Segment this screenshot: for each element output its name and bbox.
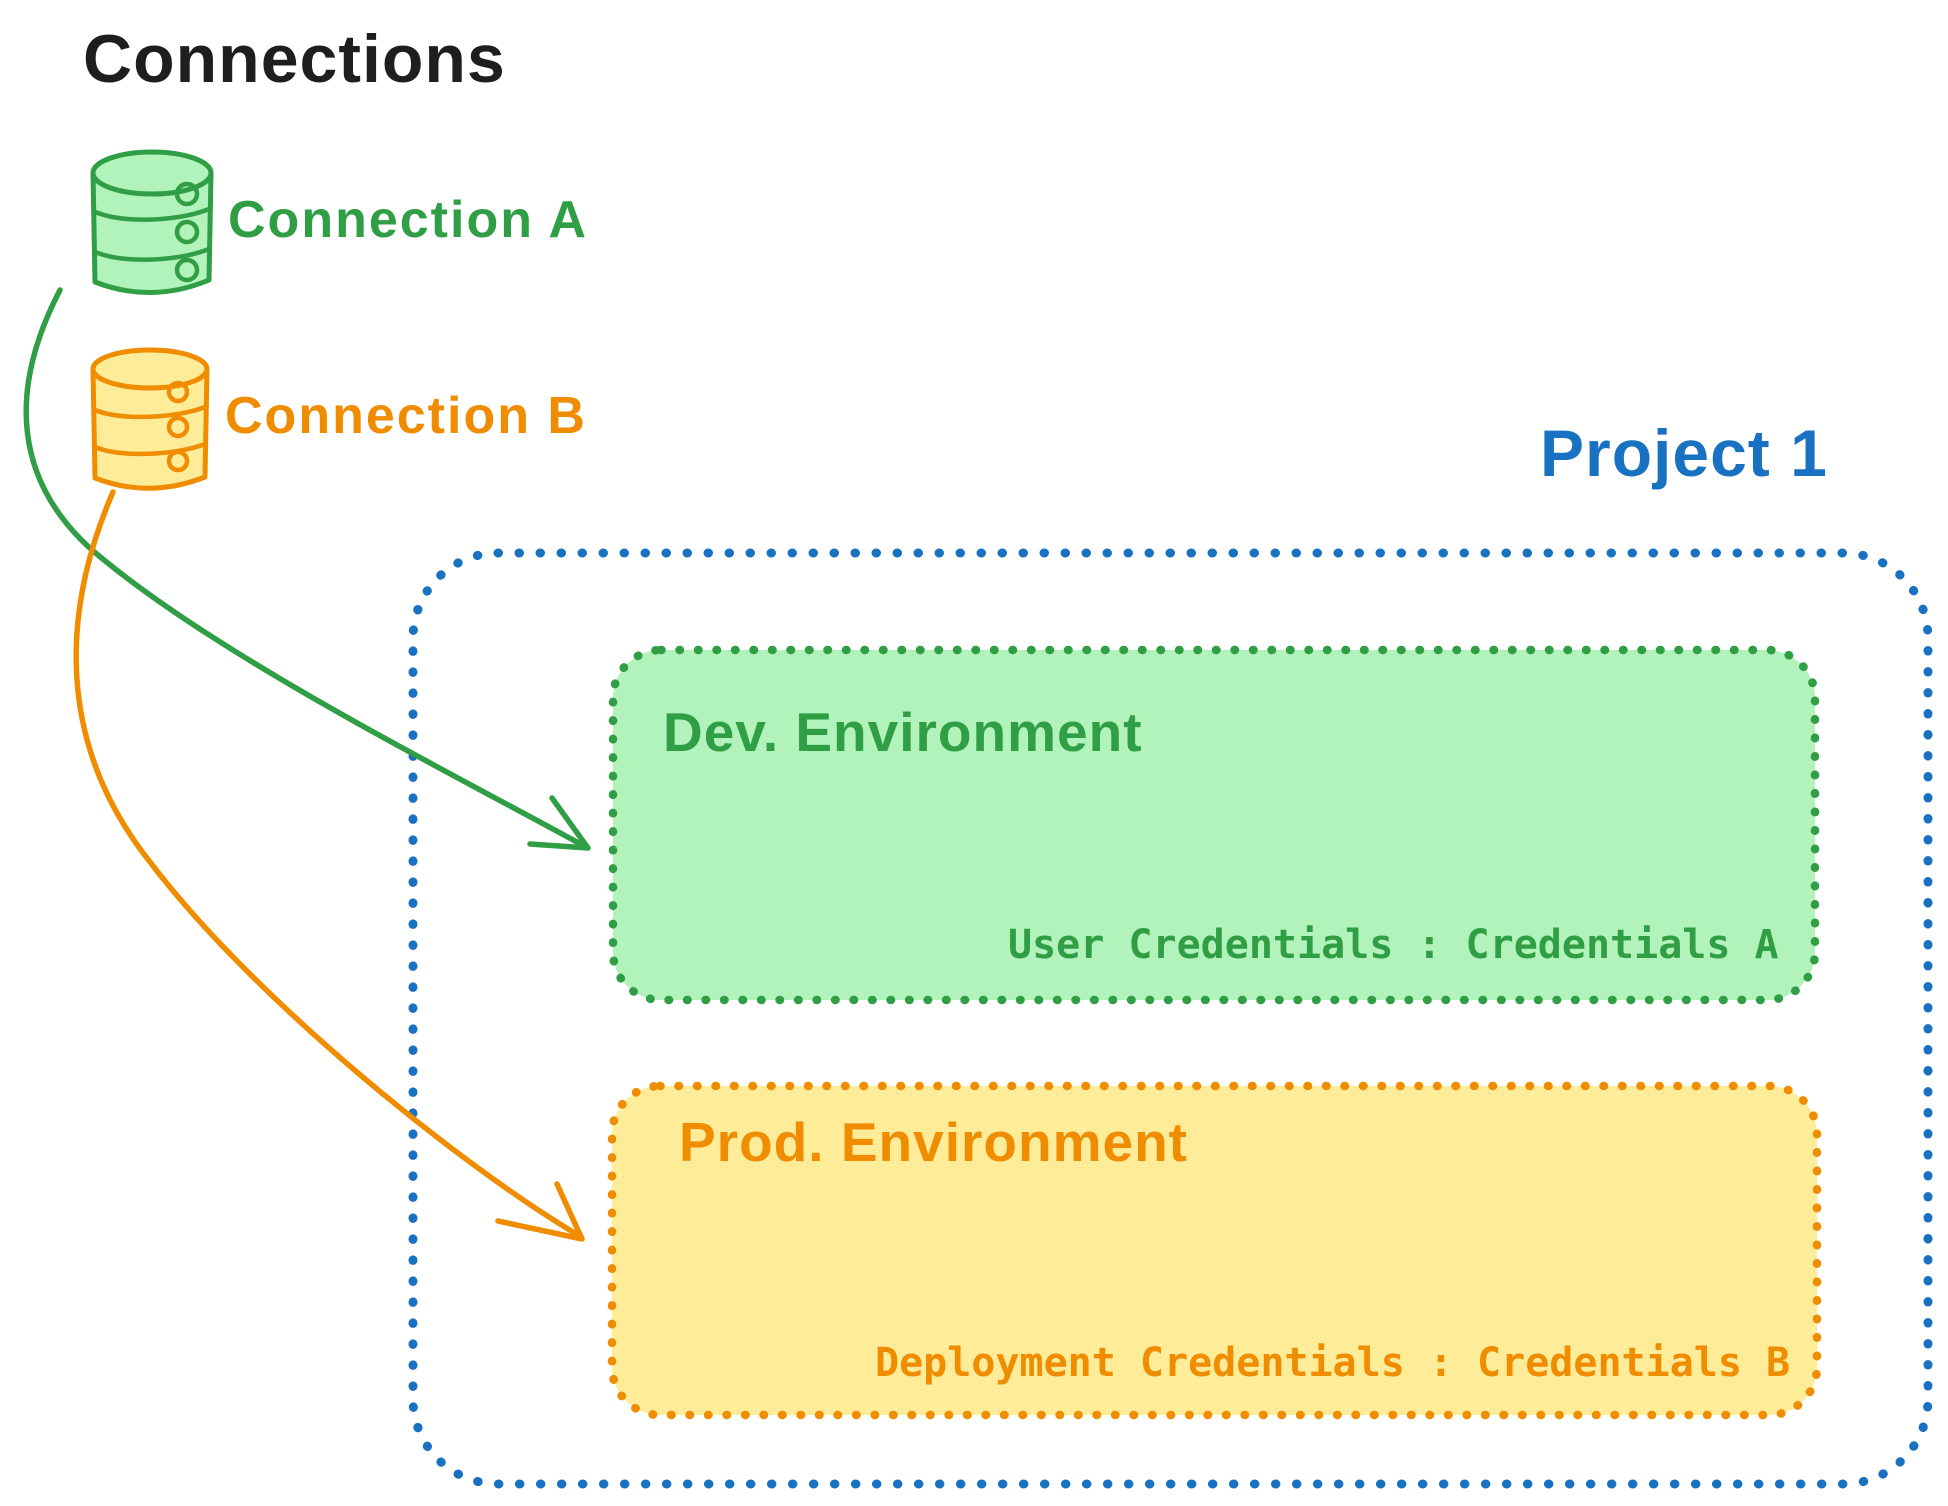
prod-environment-credentials: Deployment Credentials : Credentials B [875, 1340, 1791, 1386]
project-title: Project 1 [1540, 416, 1828, 490]
connection-a-arrow [23, 287, 591, 851]
connection-b-label: Connection B [225, 387, 587, 445]
connection-a-label: Connection A [228, 191, 589, 249]
project-box [408, 548, 1933, 1489]
prod-environment-title: Prod. Environment [679, 1111, 1188, 1173]
connections-title: Connections [83, 21, 506, 97]
dev-environment-box [608, 645, 1820, 1005]
dev-environment-title: Dev. Environment [663, 701, 1143, 763]
database-icon [90, 347, 210, 491]
connection-b-arrow [73, 489, 585, 1242]
prod-environment-box [607, 1081, 1822, 1420]
database-icon [90, 149, 214, 295]
dev-environment-credentials: User Credentials : Credentials A [1008, 922, 1779, 968]
